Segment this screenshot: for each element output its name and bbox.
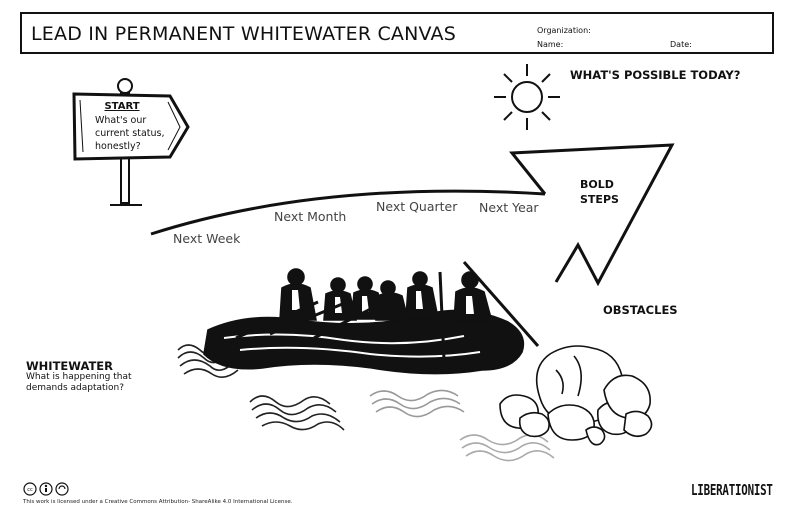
organization-field[interactable]: Organization: — [537, 26, 591, 35]
timeline-next-month: Next Month — [274, 209, 347, 224]
timeline-next-year: Next Year — [479, 200, 539, 215]
rocks-icon — [499, 345, 653, 446]
obstacles-label: OBSTACLES — [603, 303, 678, 317]
sun-icon — [494, 64, 560, 130]
timeline-next-quarter: Next Quarter — [376, 199, 458, 214]
svg-text:cc: cc — [27, 487, 33, 493]
date-field[interactable]: Date: — [670, 40, 692, 49]
canvas-header: LEAD IN PERMANENT WHITEWATER CANVAS Orga… — [20, 12, 774, 54]
bold-steps-label: BOLD STEPS — [580, 178, 619, 206]
license-text: This work is licensed under a Creative C… — [23, 499, 293, 505]
possible-today-label: WHAT'S POSSIBLE TODAY? — [570, 68, 741, 82]
canvas-title: LEAD IN PERMANENT WHITEWATER CANVAS — [31, 23, 456, 45]
whitewater-question: What is happening that demands adaptatio… — [26, 372, 132, 393]
whitewater-label: WHITEWATER — [26, 359, 114, 373]
cc-icon — [23, 482, 69, 496]
raft-icon — [203, 261, 540, 375]
brand-logo: LIBERATIONIST — [691, 481, 773, 499]
name-field[interactable]: Name: — [537, 40, 564, 49]
start-question: What's our current status, honestly? — [95, 115, 165, 152]
timeline-next-week: Next Week — [173, 231, 241, 246]
start-label: START — [104, 101, 140, 112]
signpost-icon — [72, 78, 190, 206]
arrow-icon — [150, 143, 675, 287]
